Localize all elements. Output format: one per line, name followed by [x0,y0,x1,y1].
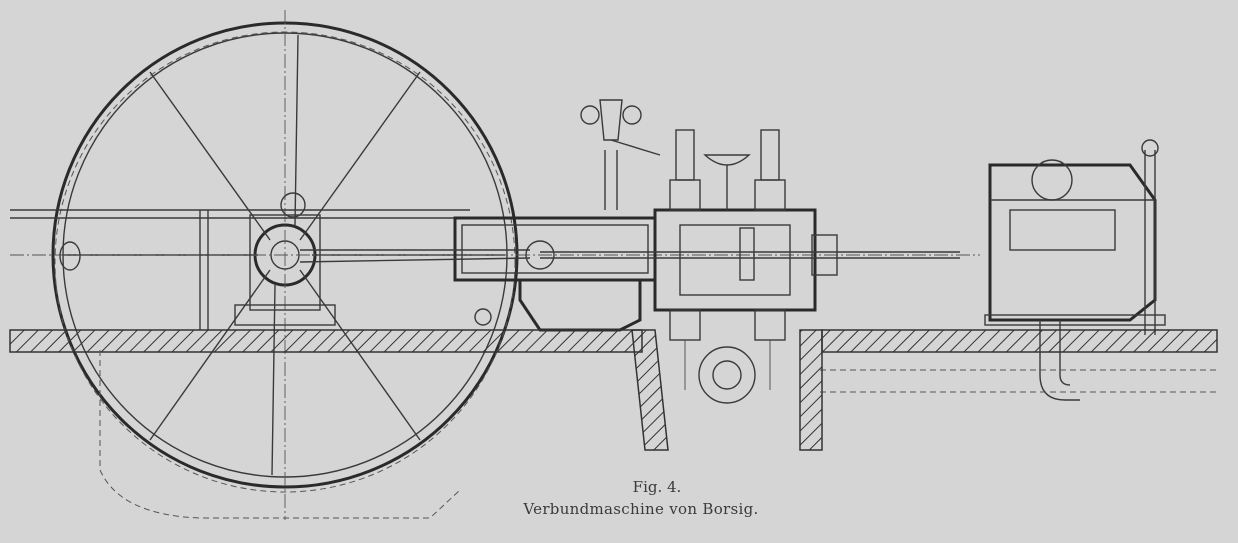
governor [580,99,661,210]
figure-label: Fig. 4. [632,478,682,496]
figure-caption: Verbundmaschine von Borsig. [523,500,759,518]
main-bearing [10,192,470,330]
foundation [9,329,1218,519]
flywheel [10,10,980,520]
crosshead-guide [299,216,657,332]
steam-cylinder [540,129,960,404]
dynamo [820,139,1220,401]
